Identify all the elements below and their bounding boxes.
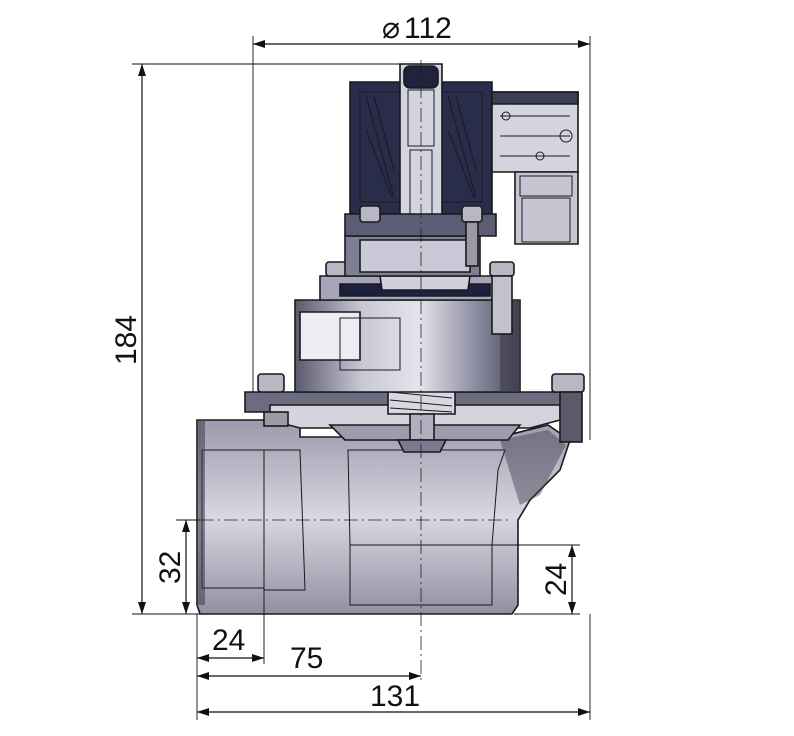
- height-label: 184: [110, 315, 143, 365]
- inner-cavity: [347, 449, 506, 546]
- lower-body-casting: [196, 419, 571, 615]
- electrical-connector: [491, 91, 579, 245]
- outlet-depth-label: 24: [540, 563, 573, 596]
- dimension-height: 184: [110, 63, 400, 615]
- inlet-width-label: 24: [212, 624, 245, 657]
- dimension-inlet-width: 24: [196, 590, 265, 720]
- dimension-diameter: ⌀ 112: [252, 12, 591, 440]
- solenoid: [344, 63, 497, 267]
- dimension-overall: 131: [197, 614, 591, 720]
- pilot-port: [299, 311, 361, 361]
- valve-body: [196, 419, 571, 615]
- bolt-left: [257, 373, 285, 393]
- valve-stem: [409, 413, 435, 441]
- center-offset-label: 75: [290, 642, 323, 675]
- cable-gland: [514, 171, 579, 245]
- dimension-center-offset: 75: [197, 642, 421, 680]
- diameter-symbol: ⌀: [382, 12, 400, 45]
- diameter-label: 112: [404, 12, 452, 45]
- bolt-right: [551, 373, 585, 393]
- dimension-outlet-depth: 24: [490, 544, 580, 615]
- inlet-depth-label: 32: [154, 551, 187, 584]
- overall-length-label: 131: [370, 680, 420, 713]
- dimension-inlet-depth: 32: [154, 519, 200, 614]
- inlet-bore: [263, 449, 306, 591]
- pilot-housing: [294, 235, 521, 393]
- screw-right: [489, 261, 515, 277]
